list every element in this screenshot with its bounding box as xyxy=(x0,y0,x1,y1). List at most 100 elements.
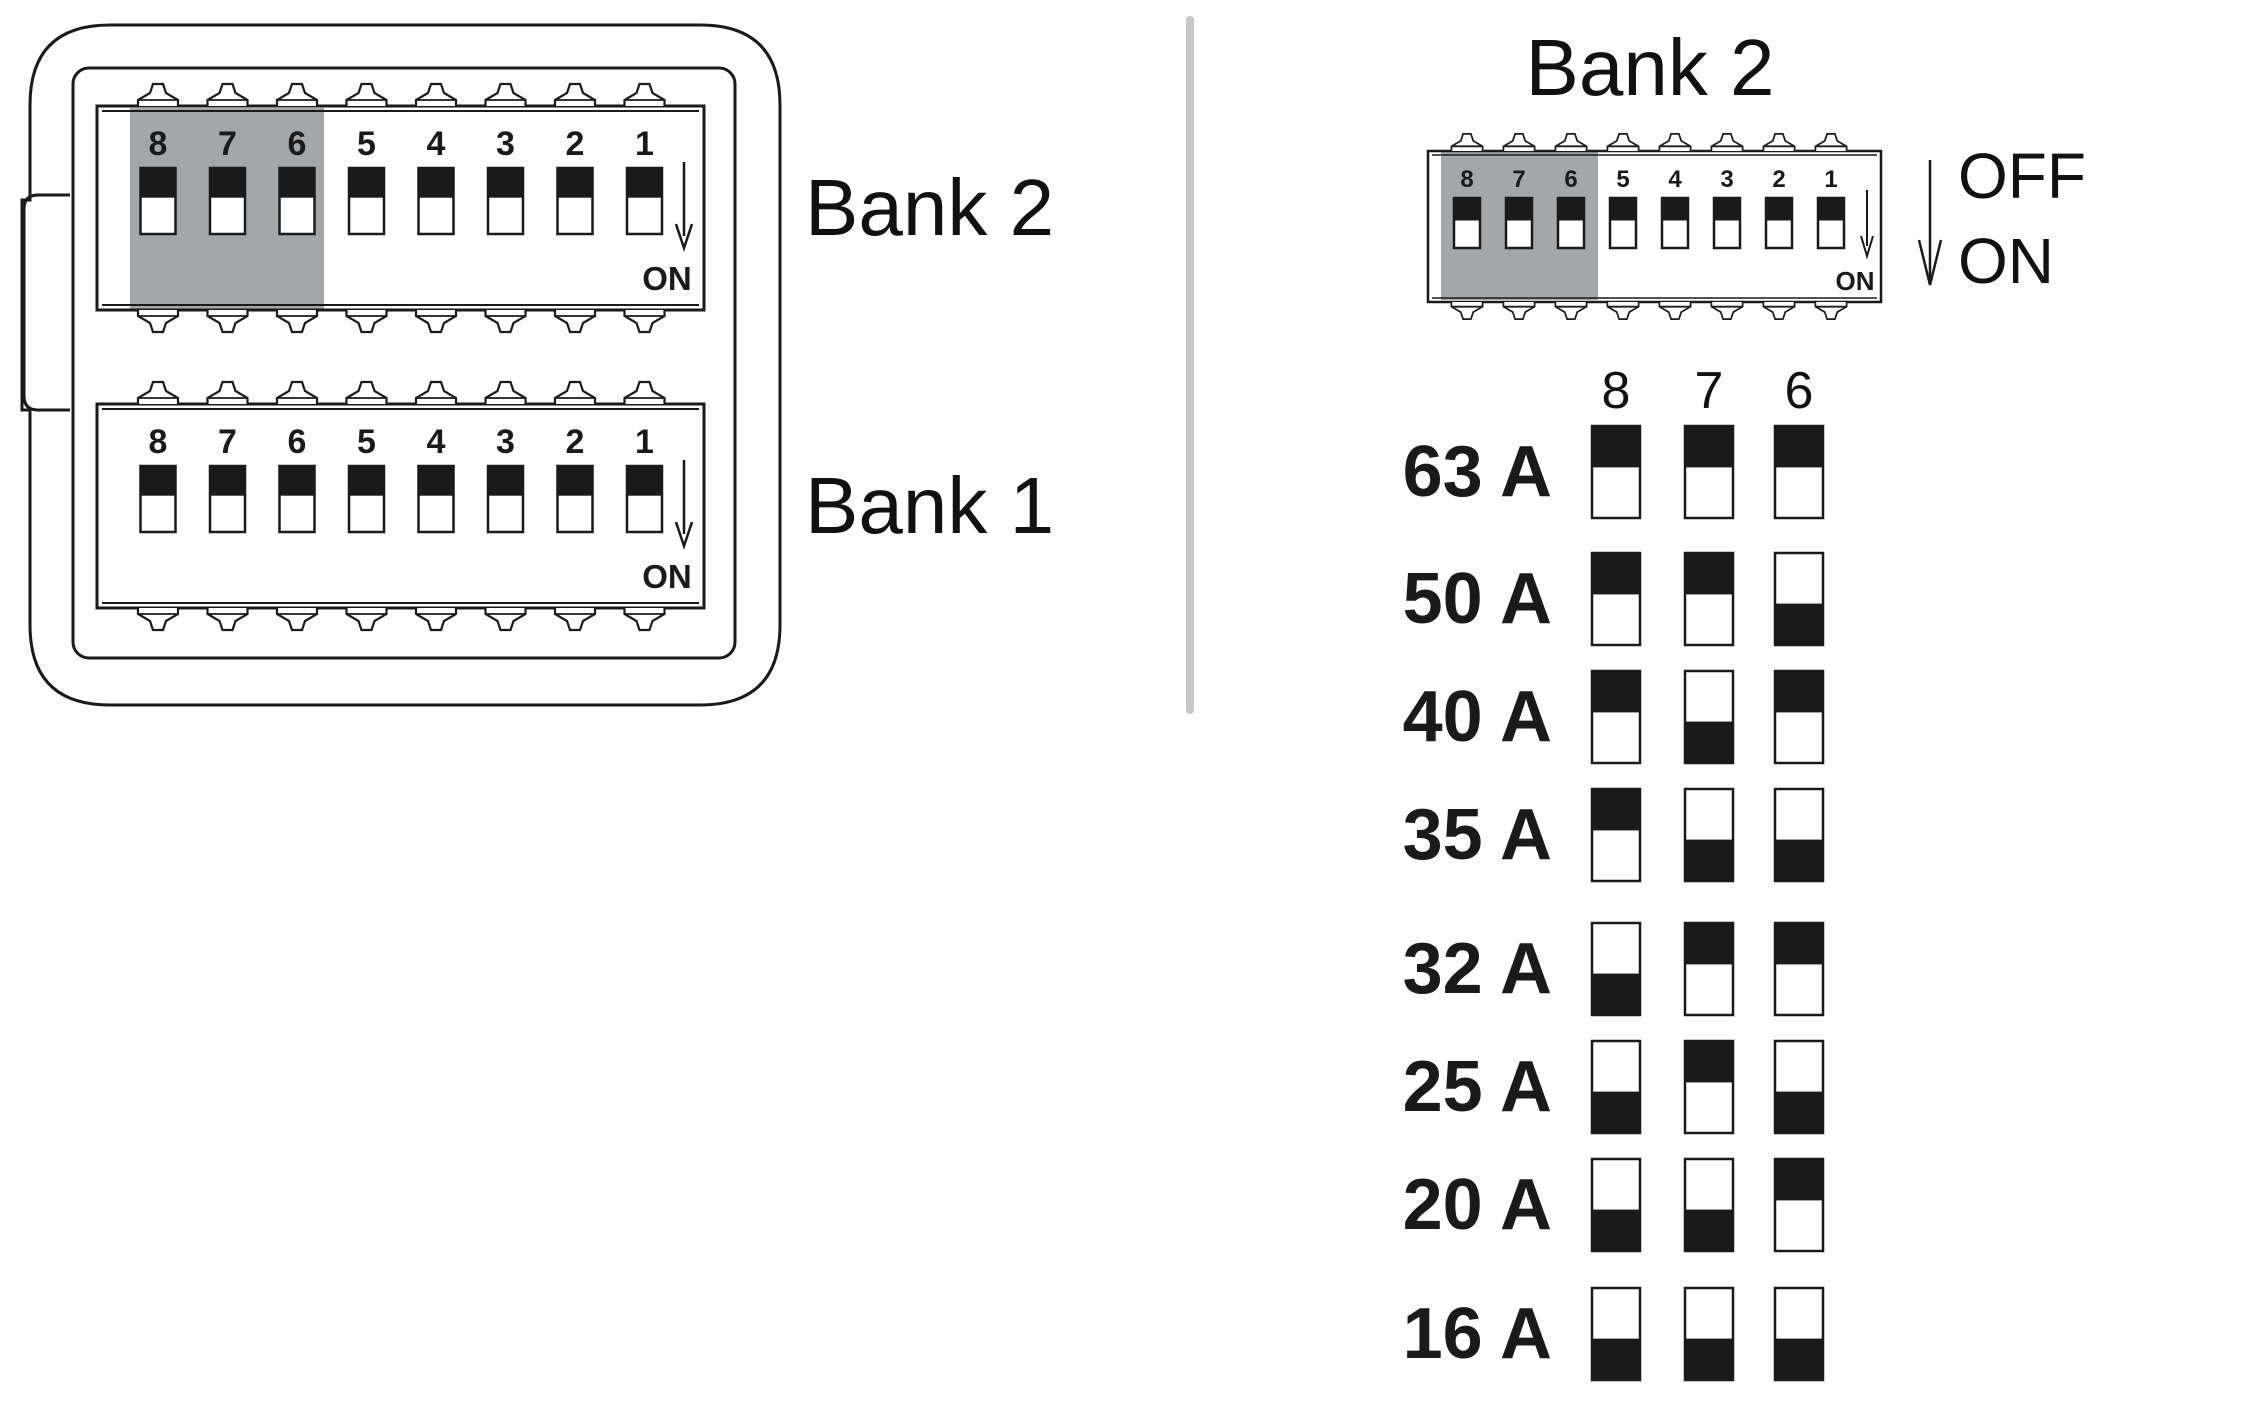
table-switch-7 xyxy=(1683,1157,1735,1253)
pin-top-1 xyxy=(623,380,666,404)
bank1-body xyxy=(95,402,706,610)
table-row: 16 A xyxy=(1403,1286,1825,1382)
pin-bottom-2 xyxy=(1762,302,1796,321)
bank2-pins-bottom xyxy=(136,310,666,334)
switch-number-1: 1 xyxy=(635,423,654,461)
pin-top-4 xyxy=(1658,132,1692,151)
current-label: 32 A xyxy=(1403,929,1552,1009)
table-switch-8 xyxy=(1590,424,1642,520)
table-switch-6 xyxy=(1773,787,1825,883)
pin-top-2 xyxy=(553,82,597,106)
off-on-direction-arrow-icon xyxy=(1917,160,1943,286)
table-switch-6 xyxy=(1773,551,1825,647)
pin-bottom-6 xyxy=(1554,302,1588,321)
pin-top-5 xyxy=(1606,132,1640,151)
pin-bottom-5 xyxy=(1606,302,1640,321)
pin-bottom-1 xyxy=(623,310,666,334)
switch-number-6: 6 xyxy=(288,125,307,163)
bank1-pins-bottom xyxy=(136,608,666,632)
bank2-on-label: ON xyxy=(642,260,692,297)
switch-number-7: 7 xyxy=(218,423,237,461)
switch-number-2: 2 xyxy=(566,423,585,461)
table-switch-6 xyxy=(1773,1039,1825,1135)
pin-bottom-4 xyxy=(1658,302,1692,321)
table-switch-6 xyxy=(1773,1157,1825,1253)
pin-top-4 xyxy=(414,380,458,404)
table-switch-7 xyxy=(1683,1286,1735,1382)
bank1-label: Bank 1 xyxy=(805,461,1054,550)
pin-bottom-2 xyxy=(553,310,597,334)
legend-body xyxy=(1426,149,1883,304)
current-label: 16 A xyxy=(1403,1294,1552,1374)
pin-top-7 xyxy=(206,380,249,404)
switch-3 xyxy=(486,166,525,236)
switch-number-5: 5 xyxy=(357,125,376,163)
switch-6 xyxy=(278,464,316,534)
pin-top-8 xyxy=(1450,132,1484,151)
on-text: ON xyxy=(1958,225,2054,297)
current-label: 63 A xyxy=(1403,432,1552,512)
housing-clip xyxy=(22,193,70,412)
current-label: 25 A xyxy=(1403,1047,1552,1127)
table-switch-6 xyxy=(1773,1286,1825,1382)
pin-top-6 xyxy=(1554,132,1588,151)
switch-number-2: 2 xyxy=(566,125,585,163)
off-text: OFF xyxy=(1958,140,2086,212)
pin-top-4 xyxy=(414,82,458,106)
pin-bottom-1 xyxy=(1814,302,1848,321)
switch-number-5: 5 xyxy=(357,423,376,461)
table-switch-7 xyxy=(1683,1039,1735,1135)
switch-2 xyxy=(1764,196,1794,250)
pin-bottom-7 xyxy=(206,310,249,334)
pin-bottom-3 xyxy=(1710,302,1744,321)
table-switch-7 xyxy=(1683,921,1735,1017)
switch-number-6: 6 xyxy=(1564,166,1577,193)
switch-number-8: 8 xyxy=(149,125,168,163)
table-switch-6 xyxy=(1773,921,1825,1017)
switch-2 xyxy=(556,166,594,236)
bank2-switches xyxy=(139,166,664,236)
pin-top-7 xyxy=(1502,132,1536,151)
pin-top-1 xyxy=(1814,132,1848,151)
switch-number-3: 3 xyxy=(496,125,515,163)
table-column-header: 6 xyxy=(1785,362,1814,420)
switch-8 xyxy=(1452,196,1482,250)
housing-outer xyxy=(20,23,782,707)
pin-bottom-7 xyxy=(206,608,249,632)
pin-bottom-8 xyxy=(136,608,180,632)
switch-1 xyxy=(625,464,664,534)
current-label: 50 A xyxy=(1403,559,1552,639)
switch-5 xyxy=(347,166,386,236)
table-row: 63 A xyxy=(1403,424,1825,520)
legend-on-arrow-icon xyxy=(1860,190,1874,260)
pin-top-3 xyxy=(1710,132,1744,151)
switch-1 xyxy=(1816,196,1846,250)
switch-6 xyxy=(278,166,316,236)
table-switch-8 xyxy=(1590,1039,1642,1135)
bank2-label: Bank 2 xyxy=(805,163,1054,252)
bank2-body xyxy=(95,104,706,312)
table-row: 32 A xyxy=(1403,921,1825,1017)
bank1-switches xyxy=(139,464,664,534)
pin-top-5 xyxy=(345,380,388,404)
pin-bottom-4 xyxy=(414,608,458,632)
pin-top-3 xyxy=(484,380,527,404)
switch-8 xyxy=(139,166,177,236)
current-label: 35 A xyxy=(1403,795,1552,875)
table-switch-8 xyxy=(1590,551,1642,647)
switch-7 xyxy=(1504,196,1534,250)
current-label: 40 A xyxy=(1403,677,1552,757)
table-switch-7 xyxy=(1683,669,1735,765)
switch-4 xyxy=(417,464,455,534)
switch-number-4: 4 xyxy=(427,125,446,163)
legend-pins-top xyxy=(1450,132,1848,151)
table-row: 40 A xyxy=(1403,669,1825,765)
pin-bottom-4 xyxy=(414,310,458,334)
switch-number-4: 4 xyxy=(427,423,446,461)
